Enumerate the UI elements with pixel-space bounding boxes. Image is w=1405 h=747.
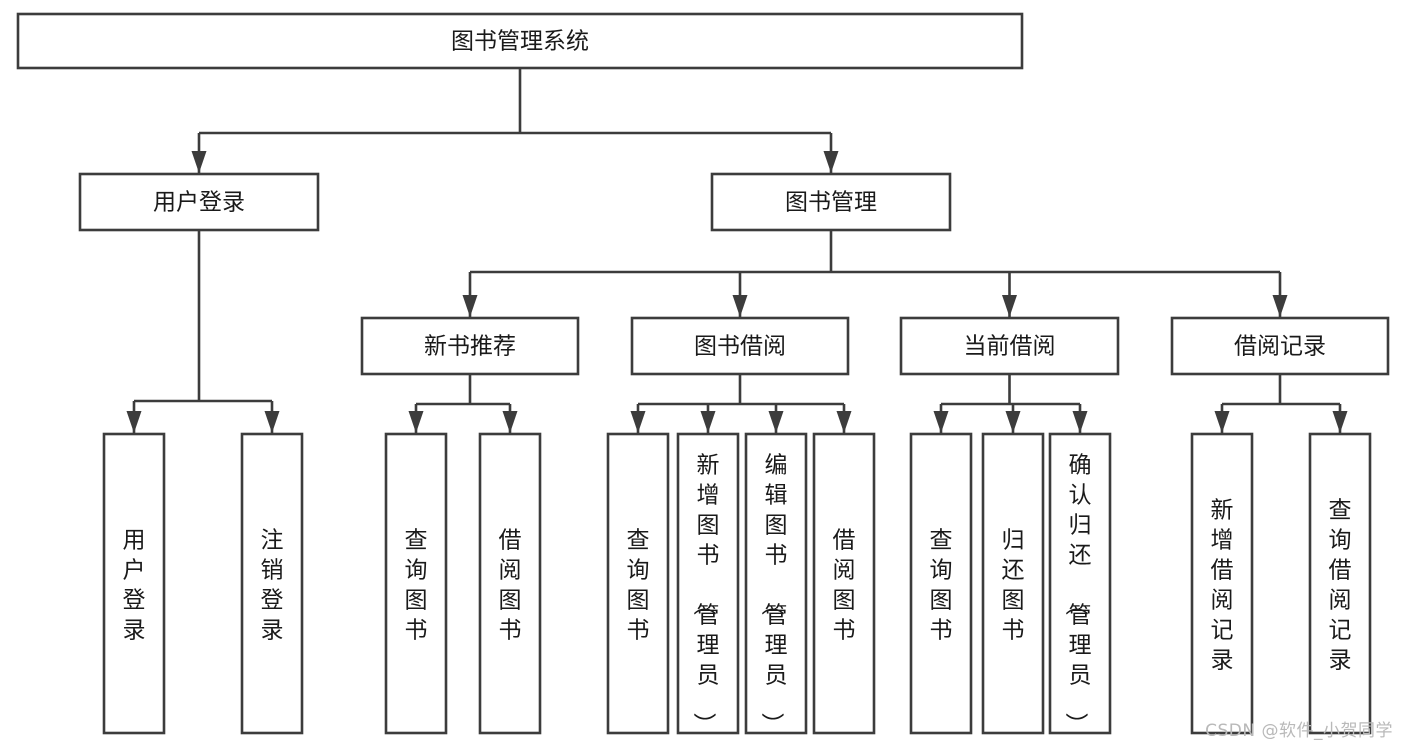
leaf-node-1-box xyxy=(240,432,304,735)
level2-node-1[interactable]: 图书管理 xyxy=(710,172,952,232)
root-node-book-management-system-label: 图书管理系统 xyxy=(451,29,589,55)
leaf-node-12-label: 查询借阅记录 xyxy=(1329,498,1352,674)
arrow-head-icon xyxy=(823,151,839,173)
root-node-book-management-system[interactable]: 图书管理系统 xyxy=(16,12,1024,70)
level3-node-0[interactable]: 新书推荐 xyxy=(360,316,580,376)
leaf-node-9-label: 归还图书 xyxy=(1002,528,1025,644)
leaf-node-3[interactable]: 借阅图书 xyxy=(478,432,542,735)
level3-node-3-label: 借阅记录 xyxy=(1234,334,1326,360)
leaf-node-9-box xyxy=(981,432,1045,735)
leaf-node-3-label: 借阅图书 xyxy=(499,528,522,644)
level3-node-0-label: 新书推荐 xyxy=(424,334,516,360)
arrow-head-icon xyxy=(1332,411,1348,433)
arrow-head-icon xyxy=(1002,295,1017,317)
arrow-head-icon xyxy=(768,411,784,433)
arrow-head-icon xyxy=(1272,295,1288,317)
level2-node-0-label: 用户登录 xyxy=(153,190,245,216)
level3-node-1-label: 图书借阅 xyxy=(694,334,786,360)
leaf-node-8[interactable]: 查询图书 xyxy=(909,432,973,735)
leaf-node-7-box xyxy=(812,432,876,735)
leaf-node-11[interactable]: 新增借阅记录 xyxy=(1190,432,1254,735)
leaf-node-1[interactable]: 注销登录 xyxy=(240,432,304,735)
leaf-node-11-box xyxy=(1190,432,1254,735)
arrow-head-icon xyxy=(630,411,646,433)
level2-node-0[interactable]: 用户登录 xyxy=(78,172,320,232)
level3-node-3-box xyxy=(1170,316,1390,376)
leaf-node-11-label: 新增借阅记录 xyxy=(1211,498,1234,674)
arrow-head-icon xyxy=(933,411,949,433)
level3-node-0-box xyxy=(360,316,580,376)
leaf-node-3-box xyxy=(478,432,542,735)
leaf-node-8-label: 查询图书 xyxy=(930,528,953,644)
level3-node-1[interactable]: 图书借阅 xyxy=(630,316,850,376)
leaf-node-5[interactable]: 新增图书（管理员） xyxy=(676,432,740,736)
leaf-node-2-label: 查询图书 xyxy=(405,528,428,644)
leaf-node-2-box xyxy=(384,432,448,735)
arrow-head-icon xyxy=(408,411,424,433)
level2-node-1-label: 图书管理 xyxy=(785,190,877,216)
leaf-node-5-label: 新增图书（管理员） xyxy=(691,453,720,736)
leaf-node-0-label: 用户登录 xyxy=(123,528,146,644)
arrow-head-icon xyxy=(732,295,748,317)
leaf-node-12[interactable]: 查询借阅记录 xyxy=(1308,432,1372,735)
leaf-node-10-label: 确认归还（管理员） xyxy=(1063,453,1092,736)
leaf-node-0[interactable]: 用户登录 xyxy=(102,432,166,735)
arrow-head-icon xyxy=(264,411,280,433)
arrow-head-icon xyxy=(836,411,852,433)
leaf-node-6[interactable]: 编辑图书（管理员） xyxy=(744,432,808,736)
arrow-head-icon xyxy=(1214,411,1230,433)
arrow-head-icon xyxy=(462,295,478,317)
leaf-node-0-box xyxy=(102,432,166,735)
leaf-node-12-box xyxy=(1308,432,1372,735)
nodes-layer: 图书管理系统用户登录图书管理新书推荐图书借阅当前借阅借阅记录用户登录注销登录查询… xyxy=(16,12,1390,736)
level2-node-0-box xyxy=(78,172,320,232)
leaf-node-10-box xyxy=(1048,432,1112,735)
root-node-book-management-system-box xyxy=(16,12,1024,70)
level3-node-2-box xyxy=(899,316,1120,376)
leaf-node-4-label: 查询图书 xyxy=(627,528,650,644)
leaf-node-9[interactable]: 归还图书 xyxy=(981,432,1045,735)
level3-node-2-label: 当前借阅 xyxy=(964,334,1056,360)
leaf-node-1-label: 注销登录 xyxy=(261,528,284,644)
level3-node-3[interactable]: 借阅记录 xyxy=(1170,316,1390,376)
level3-node-2[interactable]: 当前借阅 xyxy=(899,316,1120,376)
leaf-node-5-box xyxy=(676,432,740,735)
level2-node-1-box xyxy=(710,172,952,232)
leaf-node-7[interactable]: 借阅图书 xyxy=(812,432,876,735)
leaf-node-2[interactable]: 查询图书 xyxy=(384,432,448,735)
arrow-head-icon xyxy=(191,151,207,173)
connectors-layer xyxy=(126,68,1348,433)
leaf-node-6-box xyxy=(744,432,808,735)
leaf-node-8-box xyxy=(909,432,973,735)
arrow-head-icon xyxy=(502,411,518,433)
level3-node-1-box xyxy=(630,316,850,376)
arrow-head-icon xyxy=(126,411,142,433)
arrow-head-icon xyxy=(1005,411,1021,433)
leaf-node-4[interactable]: 查询图书 xyxy=(606,432,670,735)
leaf-node-6-label: 编辑图书（管理员） xyxy=(759,453,788,736)
leaf-node-7-label: 借阅图书 xyxy=(833,528,856,644)
arrow-head-icon xyxy=(1072,411,1088,433)
leaf-node-10[interactable]: 确认归还（管理员） xyxy=(1048,432,1112,736)
leaf-node-4-box xyxy=(606,432,670,735)
arrow-head-icon xyxy=(700,411,716,433)
